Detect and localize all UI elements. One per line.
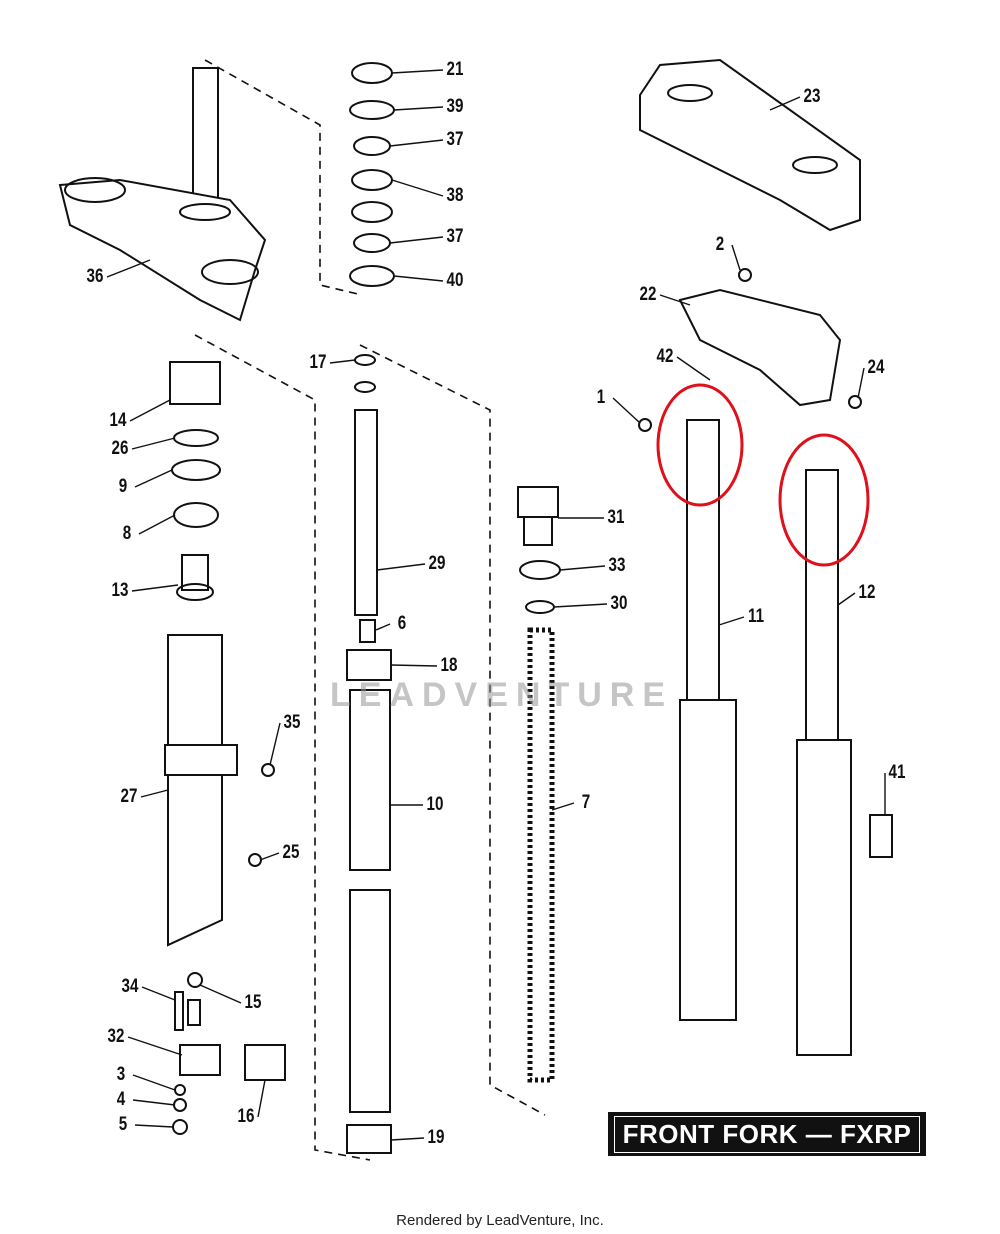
part-number-label: 30 <box>610 593 628 614</box>
part-number-label: 1 <box>596 387 606 408</box>
handlebar-riser <box>639 58 861 232</box>
part-number-label: 9 <box>118 476 128 497</box>
part-number-label: 4 <box>116 1089 126 1110</box>
leader-line <box>375 623 391 631</box>
leader-line <box>676 356 711 381</box>
leader-line <box>329 359 356 364</box>
part-number-label: 5 <box>118 1114 128 1135</box>
leader-line <box>106 259 151 278</box>
part-number-label: 42 <box>656 346 674 367</box>
dashed-guides <box>194 59 546 1161</box>
leader-line <box>718 616 745 626</box>
part-number-label: 2 <box>715 234 725 255</box>
part-number-label: 32 <box>107 1026 125 1047</box>
part-number-label: 10 <box>426 794 444 815</box>
leader-line <box>393 106 444 111</box>
leader-line <box>140 789 169 798</box>
part-number-label: 11 <box>747 606 765 627</box>
part-number-label: 6 <box>397 613 407 634</box>
part-number-label: 15 <box>244 992 262 1013</box>
leader-line <box>141 986 176 1001</box>
leader-line <box>127 1036 183 1056</box>
part-number-label: 39 <box>446 96 464 117</box>
part-number-label: 25 <box>282 842 300 863</box>
part-number-label: 23 <box>803 86 821 107</box>
part-number-label: 22 <box>639 284 657 305</box>
part-number-label: 41 <box>888 762 906 783</box>
part-number-label: 38 <box>446 185 464 206</box>
leader-line <box>389 236 444 244</box>
title-text: FRONT FORK — FXRP <box>613 1115 921 1153</box>
diagram-title: FRONT FORK — FXRP <box>608 1112 926 1156</box>
leader-line <box>257 1079 266 1118</box>
part-number-label: 40 <box>446 270 464 291</box>
leader-line <box>857 367 865 399</box>
leader-line <box>259 852 280 861</box>
leader-line <box>612 397 641 424</box>
part-number-label: 17 <box>309 352 327 373</box>
leader-line <box>389 139 444 147</box>
leader-line <box>138 514 176 535</box>
leader-line <box>131 437 176 450</box>
upper-triple-clamp <box>678 288 842 407</box>
part-number-label: 37 <box>446 226 464 247</box>
part-number-label: 27 <box>120 786 138 807</box>
leader-line <box>553 603 608 608</box>
part-number-label: 24 <box>867 357 885 378</box>
part-number-label: 7 <box>581 792 591 813</box>
part-number-label: 13 <box>111 580 129 601</box>
part-number-label: 18 <box>440 655 458 676</box>
bearing-stack <box>349 62 395 287</box>
leader-line <box>391 69 444 74</box>
leader-line <box>132 1074 176 1091</box>
spring-and-cap <box>517 486 561 1083</box>
part-number-label: 33 <box>608 555 626 576</box>
leader-line <box>129 399 171 422</box>
leader-line <box>131 584 179 592</box>
part-number-label: 26 <box>111 438 129 459</box>
leader-line <box>376 563 426 571</box>
leader-line <box>269 722 281 766</box>
part-number-label: 37 <box>446 129 464 150</box>
part-number-label: 36 <box>86 266 104 287</box>
part-number-label: 8 <box>122 523 132 544</box>
part-number-label: 35 <box>283 712 301 733</box>
leader-line <box>391 179 444 197</box>
part-number-label: 29 <box>428 553 446 574</box>
part-number-label: 12 <box>858 582 876 603</box>
part-number-label: 16 <box>237 1106 255 1127</box>
damper-tube-parts <box>346 354 392 1154</box>
leader-line <box>837 592 856 606</box>
leader-line <box>393 275 444 282</box>
leader-lines <box>106 69 886 1141</box>
highlight-circle-11 <box>656 383 744 507</box>
part-number-label: 21 <box>446 59 464 80</box>
footer-credit: Rendered by LeadVenture, Inc. <box>396 1212 604 1229</box>
part-number-label: 3 <box>116 1064 126 1085</box>
part-number-label: 34 <box>121 976 139 997</box>
leader-line <box>134 469 173 488</box>
leader-line <box>769 96 801 111</box>
part-number-label: 14 <box>109 410 127 431</box>
lower-triple-clamp <box>58 67 267 322</box>
leader-line <box>659 294 691 306</box>
highlight-circle-12 <box>778 433 870 567</box>
leader-line <box>551 802 575 811</box>
fork-tubes <box>638 268 893 1056</box>
left-parts <box>164 361 286 1135</box>
leader-line <box>731 244 741 271</box>
part-number-label: 31 <box>607 507 625 528</box>
leader-line <box>390 664 438 667</box>
leader-line <box>134 1124 174 1128</box>
leader-line <box>199 984 242 1004</box>
leader-line <box>390 1137 425 1141</box>
leader-line <box>559 565 606 571</box>
part-number-label: 19 <box>427 1127 445 1148</box>
leader-line <box>132 1099 176 1106</box>
